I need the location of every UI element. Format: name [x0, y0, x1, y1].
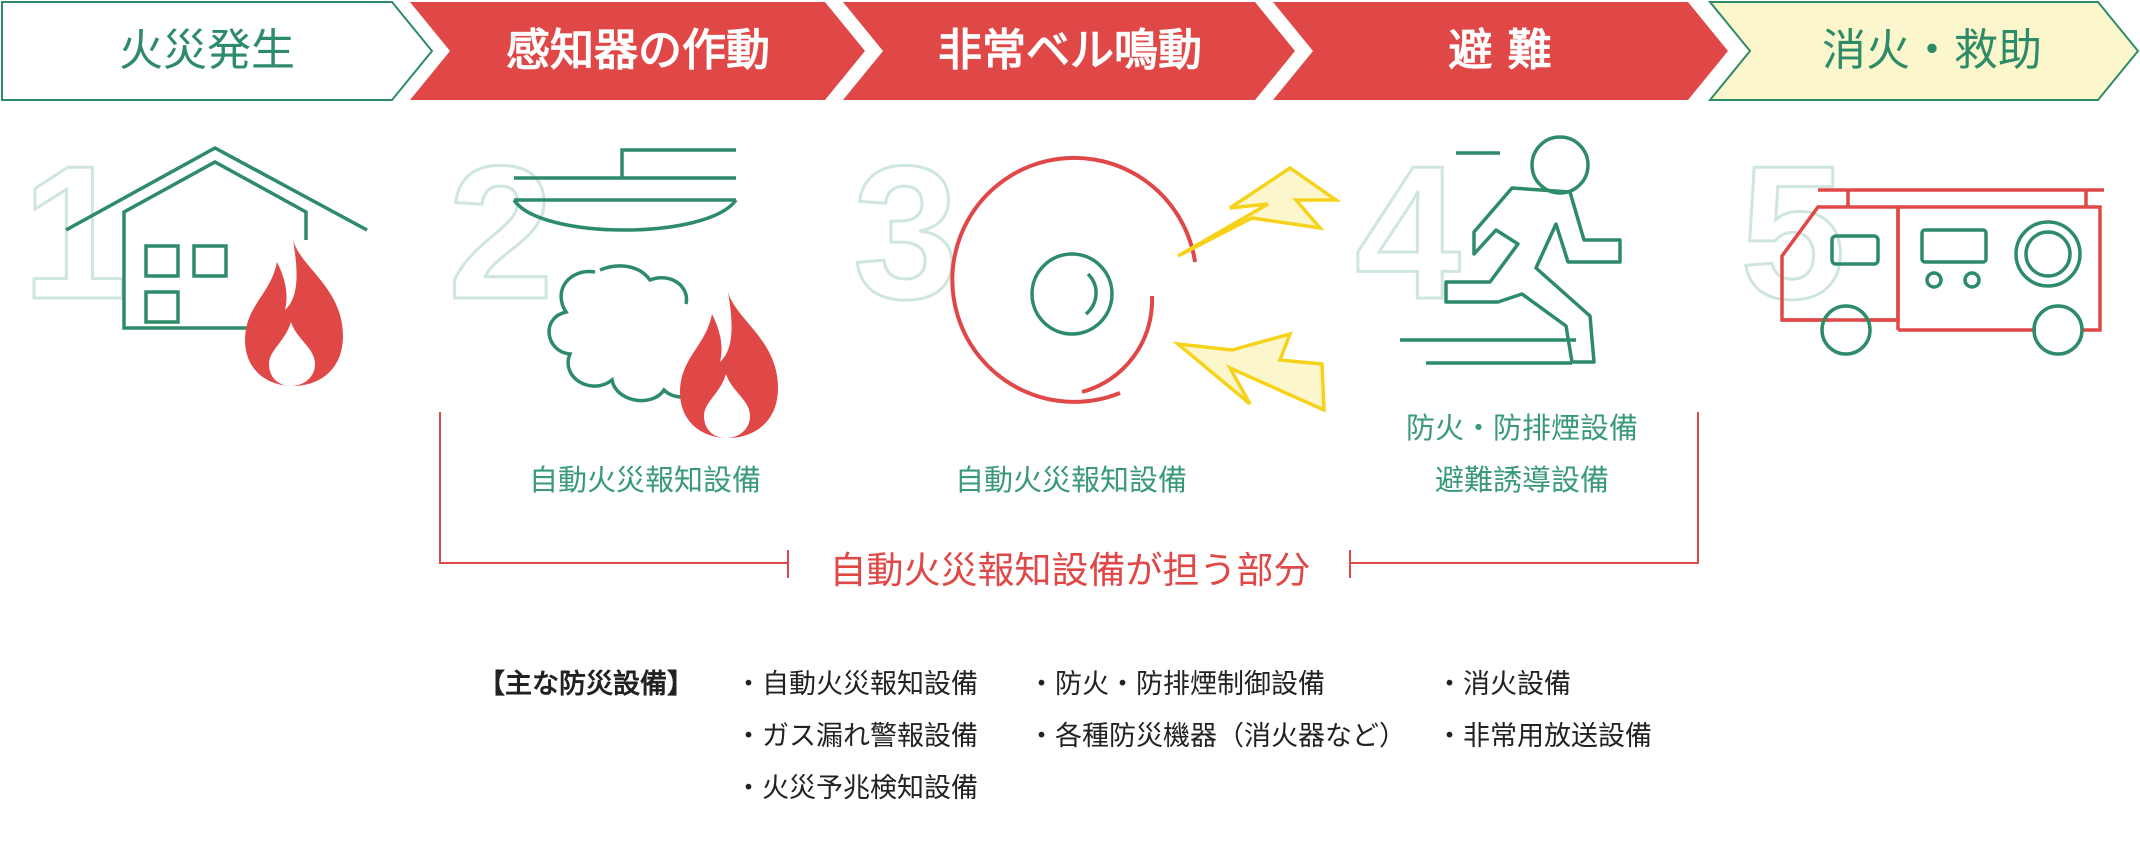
- step-3-label: 非常ベル鳴動: [938, 25, 1202, 76]
- equipment-item: ・自動火災報知設備: [735, 669, 978, 700]
- step-banner-3: [843, 2, 1295, 100]
- step-number-4: 4: [1355, 127, 1461, 339]
- fire-engine-icon: [1780, 188, 2104, 356]
- equipment-item: ・防火・防排煙制御設備: [1028, 669, 1325, 700]
- alarm-bell-icon: [950, 155, 1197, 404]
- step-2-label: 感知器の作動: [506, 25, 770, 76]
- equipment-item: ・各種防災機器（消火器など）: [1028, 721, 1406, 752]
- equipment-item: ・非常用放送設備: [1436, 721, 1652, 752]
- step-numbers: 1 2 3 4 5: [21, 126, 1848, 341]
- lightning-icon: [1172, 165, 1342, 413]
- step-4-equipment-label-2: 避難誘導設備: [1434, 463, 1609, 497]
- running-person-icon: [1400, 135, 1622, 365]
- step-number-3: 3: [853, 127, 959, 339]
- smoke-detector-icon: [512, 148, 738, 232]
- step-2-equipment-label: 自動火災報知設備: [528, 463, 761, 497]
- step-4-label: 避 難: [1448, 25, 1551, 76]
- smoke-icon: [547, 264, 704, 403]
- step-banner-2: [410, 2, 865, 100]
- step-1-label: 火災発生: [119, 25, 295, 76]
- equipment-item: ・消火設備: [1436, 669, 1571, 700]
- step-3-equipment-label: 自動火災報知設備: [954, 463, 1187, 497]
- equipment-item: ・火災予兆検知設備: [735, 773, 978, 804]
- equipment-heading: 【主な防災設備】: [478, 669, 694, 700]
- step-banner-1: [1, 1, 434, 101]
- house-icon: [65, 146, 368, 330]
- bracket: [439, 412, 1699, 578]
- step-number-1: 1: [22, 127, 128, 339]
- step-number-5: 5: [1740, 127, 1846, 339]
- flame-icon-2: [680, 292, 778, 438]
- flame-icon: [245, 240, 343, 386]
- step-banner-4: [1273, 2, 1728, 100]
- step-5-label: 消火・救助: [1822, 25, 2042, 76]
- equipment-item: ・ガス漏れ警報設備: [735, 721, 978, 752]
- step-number-2: 2: [448, 127, 554, 339]
- bracket-label: 自動火災報知設備が担う部分: [829, 549, 1311, 592]
- step-4-equipment-label-1: 防火・防排煙設備: [1405, 411, 1638, 445]
- step-banner-5: [1707, 1, 2140, 101]
